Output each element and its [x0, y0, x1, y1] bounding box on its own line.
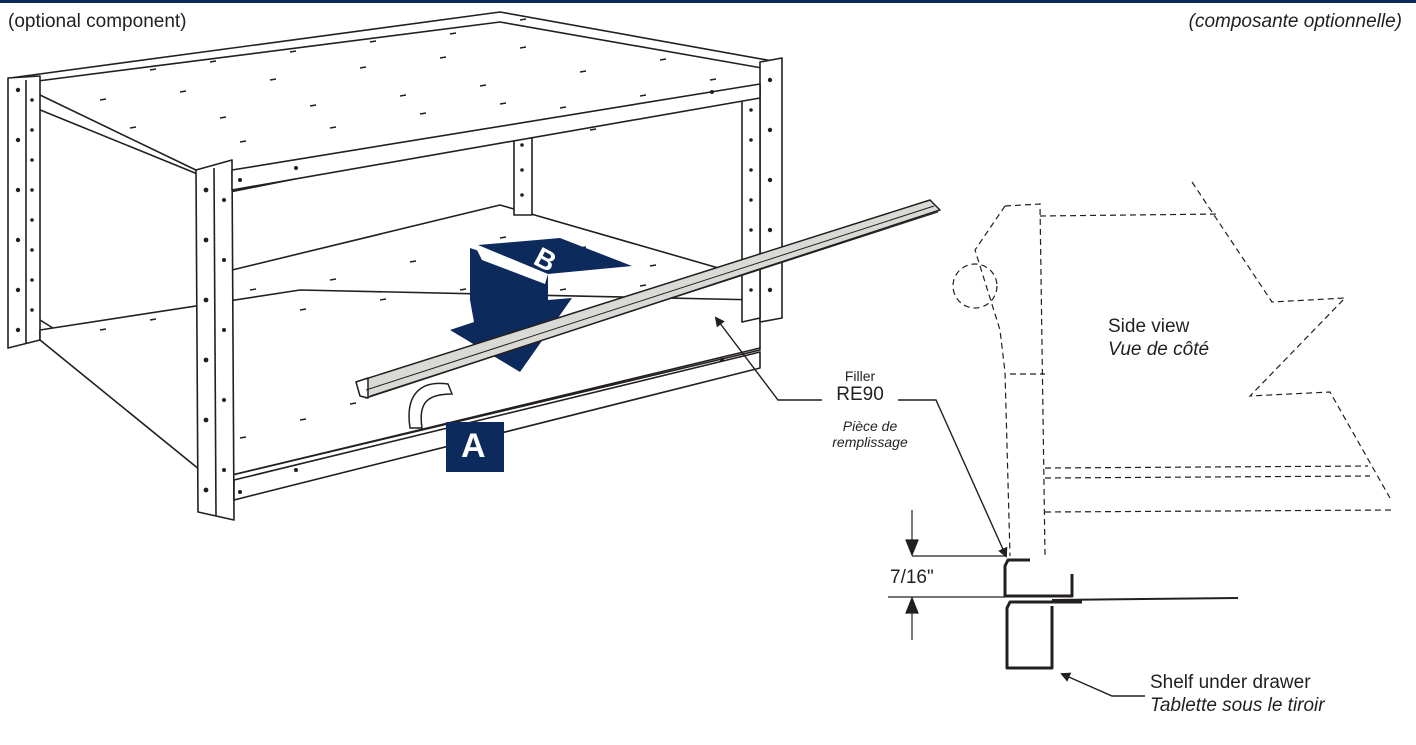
filler-part-number: RE90: [836, 384, 884, 406]
filler-leader-rack: [714, 316, 822, 401]
rack-slots: [99, 18, 717, 439]
shelf-profile: [1005, 597, 1239, 670]
dimension-label: 7/16": [890, 567, 934, 588]
optional-note-fr: (composante optionnelle): [1188, 11, 1402, 32]
filler-name-fr-line1: Pièce de: [842, 418, 898, 434]
filler-bar: [355, 199, 941, 399]
step-a-badge: [446, 422, 504, 472]
rack-right-front-post: [759, 57, 783, 323]
top-rule: [0, 0, 1416, 3]
step-a-rotation-arrow: [408, 382, 454, 429]
side-view-title-fr: Vue de côté: [1108, 338, 1210, 360]
rack-enclosure: [7, 11, 783, 521]
rack-left-rear-post: [7, 75, 41, 349]
rack-holes: [15, 77, 773, 494]
filler-name-en: Filler: [844, 368, 876, 384]
filler-profile: [1003, 558, 1074, 598]
filler-name-fr: Pièce de remplissage: [818, 418, 922, 450]
step-a-label: A: [461, 427, 486, 465]
shelf-leader: [1060, 672, 1145, 697]
shelf-label-fr: Tablette sous le tiroir: [1150, 694, 1325, 716]
shelf-caption: Shelf under drawer Tablette sous le tiro…: [1150, 672, 1325, 718]
filler-leader-side: [898, 399, 1008, 558]
shelf-label-en: Shelf under drawer: [1150, 672, 1311, 693]
side-view-caption: Side view Vue de côté: [1108, 316, 1209, 362]
side-view-drawer-outline: [952, 181, 1393, 557]
optional-note-en: (optional component): [8, 11, 187, 32]
side-view-title-en: Side view: [1108, 316, 1190, 337]
filler-callout: Filler RE90: [808, 368, 912, 406]
dimension-marks: [888, 510, 1005, 640]
filler-name-fr-line2: remplissage: [832, 434, 908, 451]
